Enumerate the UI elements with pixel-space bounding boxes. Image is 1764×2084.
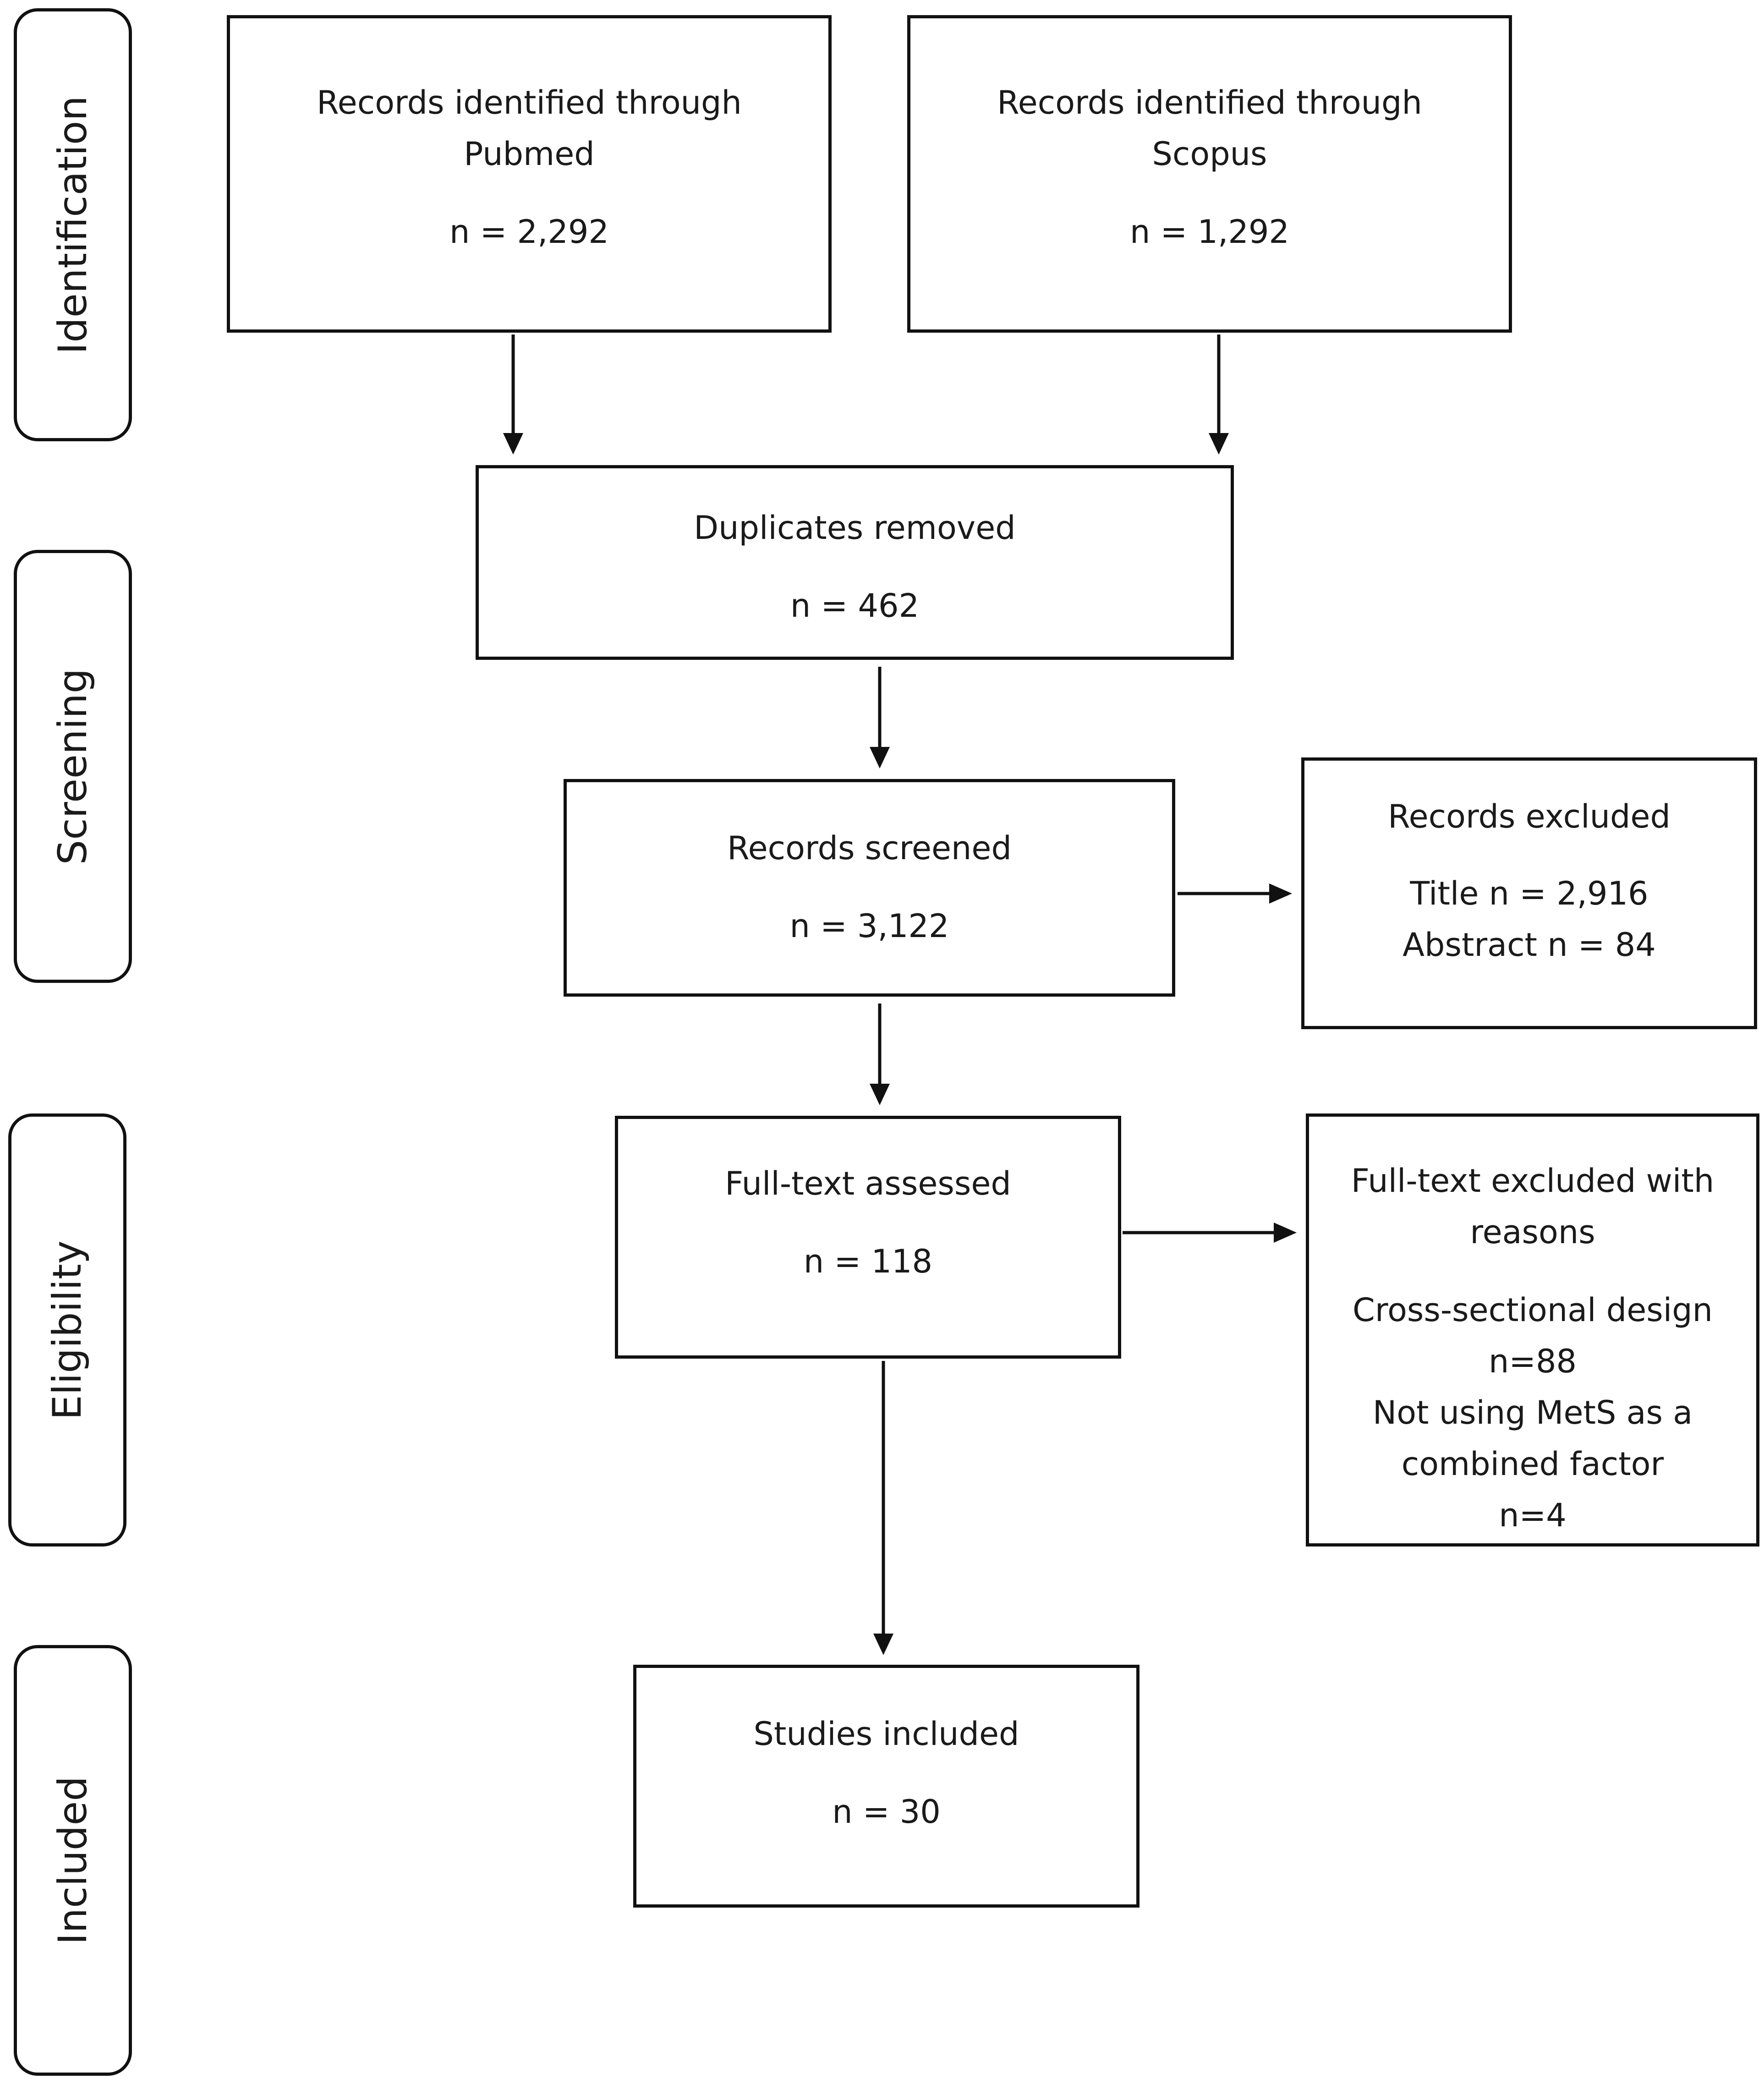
screened-title: Records screened: [727, 829, 1012, 867]
arrowhead-duplicates: [870, 747, 890, 768]
box-duplicates-removed: Duplicates removed n = 462: [476, 465, 1234, 660]
excluded-title: Records excluded: [1388, 798, 1671, 835]
duplicates-count: n = 462: [790, 587, 920, 625]
arrowhead-screened-right: [1269, 883, 1292, 904]
duplicates-title: Duplicates removed: [694, 509, 1016, 547]
scopus-count: n = 1,292: [1130, 213, 1289, 251]
fulltext-title: Full-text assessed: [725, 1165, 1011, 1202]
box-records-pubmed: Records identified through Pubmed n = 2,…: [227, 15, 832, 333]
phase-screening: Screening: [14, 550, 132, 983]
box-records-excluded: Records excluded Title n = 2,916 Abstrac…: [1301, 757, 1757, 1029]
reason-not-using-mets-line1: Not using MetS as a: [1372, 1394, 1693, 1431]
box-fulltext-excluded: Full-text excluded with reasons Cross-se…: [1306, 1113, 1759, 1547]
arrowhead-fulltext-right: [1274, 1223, 1297, 1243]
box-records-screened: Records screened n = 3,122: [564, 779, 1175, 997]
fulltext-excluded-line1: Full-text excluded with: [1351, 1162, 1715, 1200]
scopus-line2: Scopus: [1152, 135, 1267, 173]
box-fulltext-assessed: Full-text assessed n = 118: [615, 1116, 1121, 1359]
reason-not-using-mets-line2: combined factor: [1401, 1445, 1664, 1483]
box-records-scopus: Records identified through Scopus n = 1,…: [907, 15, 1512, 333]
scopus-line1: Records identified through: [997, 84, 1422, 121]
included-title: Studies included: [753, 1715, 1019, 1753]
pubmed-line1: Records identified through: [317, 84, 742, 121]
arrowhead-fulltext-down: [873, 1634, 893, 1655]
screened-count: n = 3,122: [789, 907, 949, 945]
reason-not-using-mets-count: n=4: [1499, 1497, 1567, 1534]
phase-identification: Identification: [14, 8, 132, 441]
phase-included: Included: [14, 1645, 132, 2076]
arrowhead-scopus: [1209, 433, 1229, 455]
pubmed-line2: Pubmed: [464, 135, 595, 173]
arrowhead-pubmed: [503, 433, 523, 455]
excluded-title-count: Title n = 2,916: [1410, 875, 1649, 912]
fulltext-count: n = 118: [803, 1243, 933, 1280]
reason-cross-sectional-count: n=88: [1488, 1343, 1577, 1380]
reason-cross-sectional: Cross-sectional design: [1352, 1291, 1713, 1329]
pubmed-count: n = 2,292: [449, 213, 609, 251]
excluded-abstract-count: Abstract n = 84: [1402, 926, 1656, 964]
phase-eligibility: Eligibility: [8, 1113, 126, 1547]
arrowhead-screened-down: [870, 1084, 890, 1105]
box-studies-included: Studies included n = 30: [633, 1665, 1139, 1908]
included-count: n = 30: [832, 1793, 941, 1831]
fulltext-excluded-line2: reasons: [1470, 1213, 1595, 1251]
